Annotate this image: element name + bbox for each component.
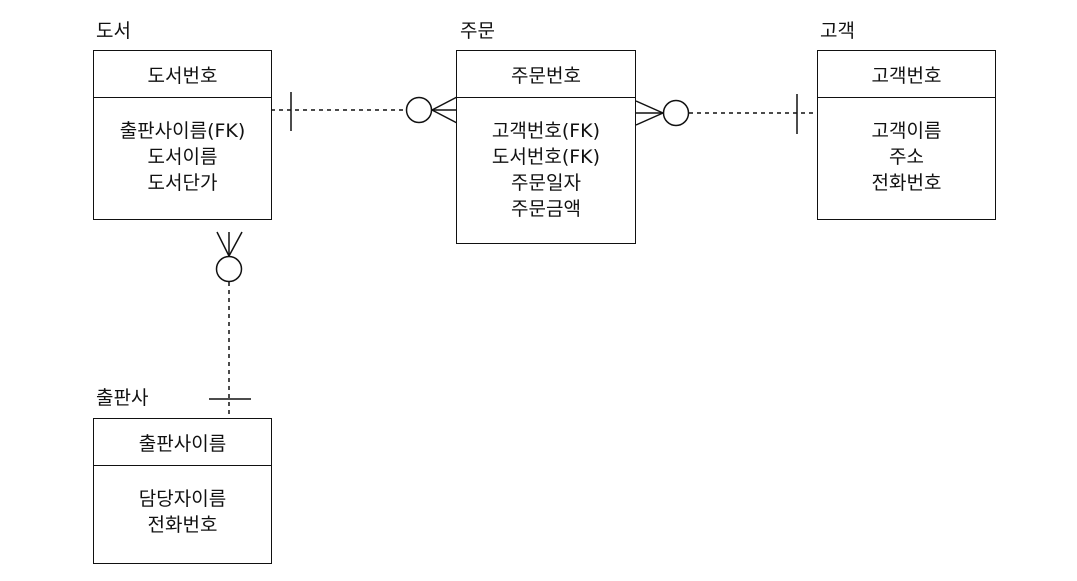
crowfoot-book-bottom-left	[216, 231, 230, 257]
zero-circle-book-bottom	[215, 255, 243, 283]
crowfoot-order-right-upper	[635, 100, 664, 114]
entity-publisher-attributes: 담당자이름 전화번호	[94, 466, 271, 538]
crowfoot-order-left-upper	[431, 96, 458, 111]
crowfoot-book-bottom-right	[228, 231, 243, 257]
entity-order-pk: 주문번호	[457, 51, 635, 98]
entity-book: 도서번호 출판사이름(FK) 도서이름 도서단가	[93, 50, 272, 220]
relationship-book-order	[271, 92, 458, 131]
entity-book-pk: 도서번호	[94, 51, 271, 98]
entity-customer-name: 고객	[820, 20, 855, 42]
entity-publisher-name: 출판사	[96, 387, 149, 409]
attribute: 도서번호(FK)	[491, 146, 601, 168]
entity-order: 주문번호 고객번호(FK) 도서번호(FK) 주문일자 주문금액	[456, 50, 636, 244]
attribute: 전화번호	[871, 172, 942, 194]
attribute: 출판사이름(FK)	[119, 120, 246, 142]
attribute: 주문일자	[511, 172, 581, 194]
attribute: 고객번호(FK)	[491, 120, 601, 142]
attribute: 담당자이름	[138, 488, 227, 510]
attribute: 도서단가	[147, 172, 218, 194]
crowfoot-order-left-lower	[431, 109, 458, 124]
attribute: 주소	[889, 146, 924, 168]
attribute: 전화번호	[147, 514, 218, 536]
entity-order-attributes: 고객번호(FK) 도서번호(FK) 주문일자 주문금액	[457, 98, 635, 222]
zero-circle-order-right	[662, 99, 690, 127]
entity-book-name: 도서	[96, 20, 131, 42]
attribute: 도서이름	[147, 146, 218, 168]
entity-publisher-pk: 출판사이름	[94, 419, 271, 466]
crowfoot-order-right-lower	[635, 112, 664, 126]
entity-customer-attributes: 고객이름 주소 전화번호	[818, 98, 995, 196]
entity-book-attributes: 출판사이름(FK) 도서이름 도서단가	[94, 98, 271, 196]
zero-circle-order-left	[405, 96, 433, 124]
relationship-book-publisher	[209, 231, 251, 418]
entity-customer-pk: 고객번호	[818, 51, 995, 98]
attribute: 고객이름	[871, 120, 942, 142]
entity-customer: 고객번호 고객이름 주소 전화번호	[817, 50, 996, 220]
entity-publisher: 출판사이름 담당자이름 전화번호	[93, 418, 272, 564]
attribute: 주문금액	[511, 198, 581, 220]
entity-order-name: 주문	[460, 20, 495, 42]
relationship-order-customer	[635, 94, 818, 134]
